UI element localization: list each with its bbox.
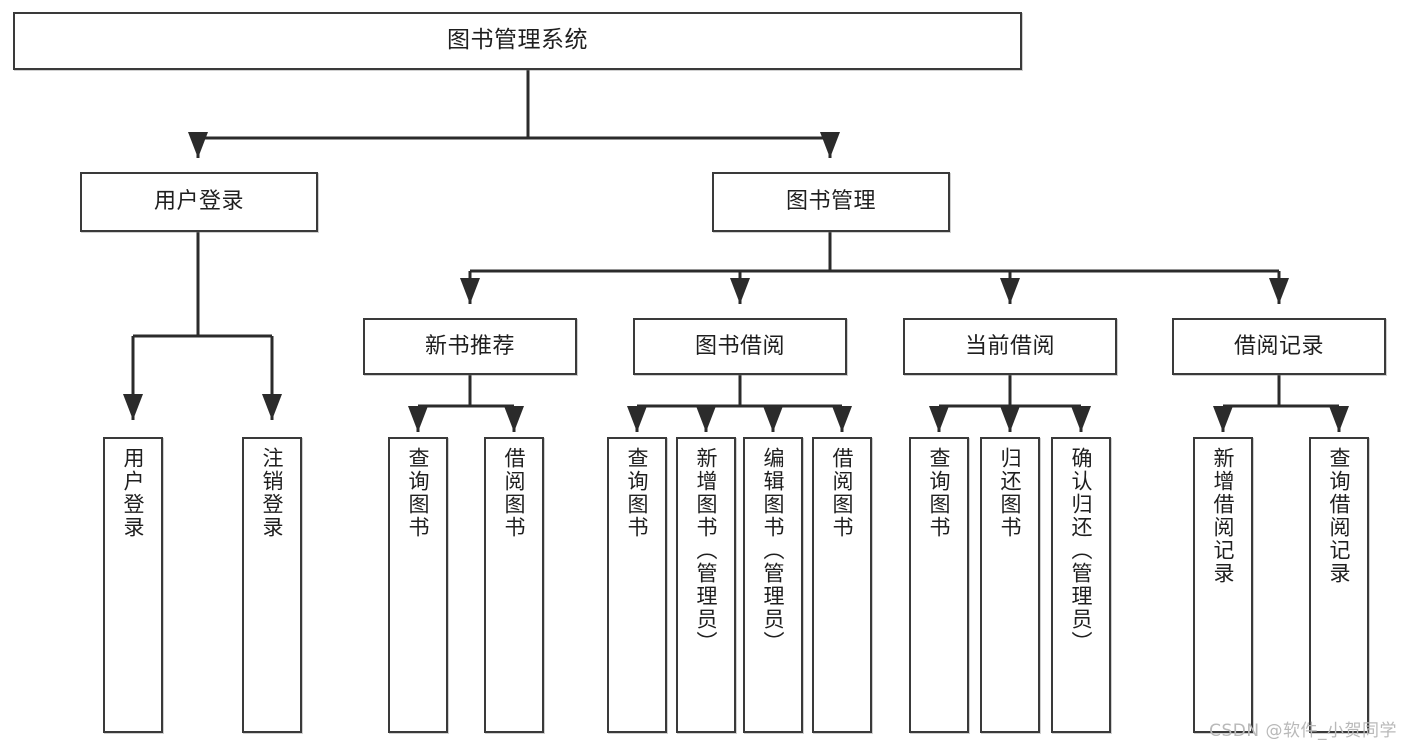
leaf-new-book-borrow[interactable]: 借阅图书 [484, 437, 544, 733]
leaf-borrow-edit-book[interactable]: 编辑图书（管理员） [743, 437, 803, 733]
leaf-label: 查询图书 [625, 447, 650, 539]
leaf-record-add[interactable]: 新增借阅记录 [1193, 437, 1253, 733]
leaf-label: 确认归还（管理员） [1069, 447, 1094, 654]
node-book-borrow[interactable]: 图书借阅 [633, 318, 847, 375]
node-root-label: 图书管理系统 [447, 27, 588, 54]
node-borrow-record-label: 借阅记录 [1233, 333, 1324, 359]
leaf-user-login-logout[interactable]: 注销登录 [242, 437, 302, 733]
leaf-borrow-add-book[interactable]: 新增图书（管理员） [676, 437, 736, 733]
leaf-label: 新增图书（管理员） [694, 447, 719, 654]
node-new-book-recommend[interactable]: 新书推荐 [363, 318, 577, 375]
node-user-login[interactable]: 用户登录 [80, 172, 318, 232]
leaf-label: 用户登录 [121, 447, 146, 539]
leaf-label: 归还图书 [998, 447, 1023, 539]
leaf-label: 借阅图书 [830, 447, 855, 539]
leaf-new-book-query[interactable]: 查询图书 [388, 437, 448, 733]
leaf-current-return-book[interactable]: 归还图书 [980, 437, 1040, 733]
leaf-label: 新增借阅记录 [1211, 447, 1236, 585]
leaf-label: 借阅图书 [502, 447, 527, 539]
watermark-text: CSDN @软件_小贺同学 [1209, 721, 1397, 741]
node-user-login-label: 用户登录 [153, 189, 244, 215]
node-root[interactable]: 图书管理系统 [13, 12, 1022, 70]
leaf-current-query-book[interactable]: 查询图书 [909, 437, 969, 733]
leaf-label: 查询图书 [927, 447, 952, 539]
leaf-record-query[interactable]: 查询借阅记录 [1309, 437, 1369, 733]
node-current-borrow[interactable]: 当前借阅 [903, 318, 1117, 375]
leaf-label: 编辑图书（管理员） [761, 447, 786, 654]
leaf-label: 查询借阅记录 [1327, 447, 1352, 585]
node-book-management-label: 图书管理 [785, 189, 876, 215]
node-borrow-record[interactable]: 借阅记录 [1172, 318, 1386, 375]
leaf-label: 注销登录 [260, 447, 285, 539]
node-current-borrow-label: 当前借阅 [964, 333, 1055, 359]
leaf-borrow-query-book[interactable]: 查询图书 [607, 437, 667, 733]
node-new-book-recommend-label: 新书推荐 [424, 333, 515, 359]
leaf-borrow-borrow-book[interactable]: 借阅图书 [812, 437, 872, 733]
leaf-label: 查询图书 [406, 447, 431, 539]
node-book-management[interactable]: 图书管理 [712, 172, 950, 232]
leaf-user-login-login[interactable]: 用户登录 [103, 437, 163, 733]
leaf-current-confirm-return[interactable]: 确认归还（管理员） [1051, 437, 1111, 733]
node-book-borrow-label: 图书借阅 [694, 333, 785, 359]
